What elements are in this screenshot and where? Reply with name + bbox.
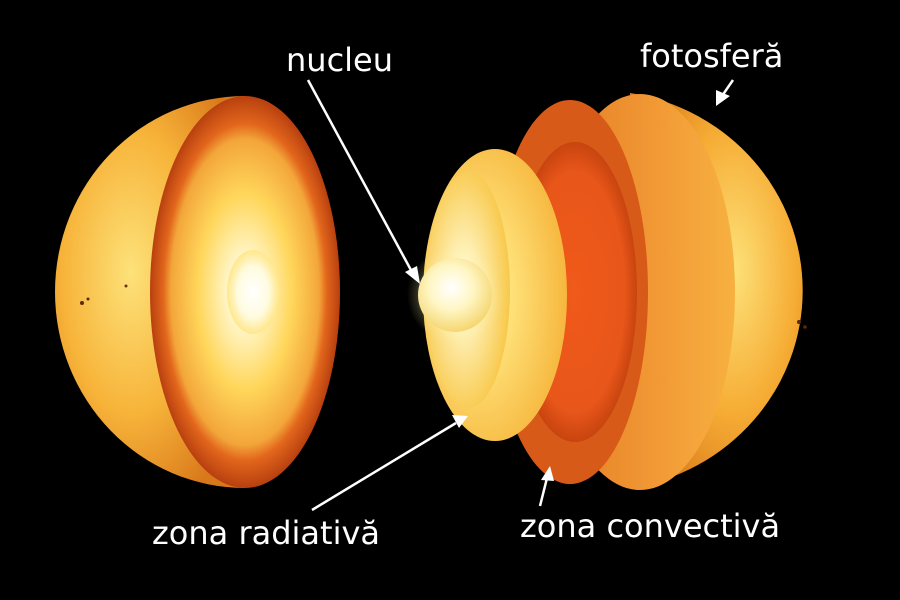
label-photosphere: fotosferă (640, 37, 784, 75)
sunspot (803, 325, 807, 329)
left-hemisphere (55, 96, 340, 488)
arrow-radiative-zone (311, 415, 468, 512)
sunspot (86, 297, 90, 301)
sunspot (797, 320, 801, 324)
sunspot (124, 284, 128, 288)
sunspot (80, 301, 84, 305)
label-core: nucleu (286, 41, 394, 79)
arrow-core (306, 79, 420, 284)
label-radiative-zone: zona radiativă (152, 514, 380, 552)
arrow-convective-zone (538, 466, 554, 507)
core (418, 258, 492, 332)
label-convective-zone: zona convectivă (520, 507, 781, 545)
arrow-photosphere (716, 79, 735, 106)
right-hemisphere (407, 93, 807, 490)
leader-arrows (306, 79, 735, 512)
left-hemisphere-core-glow (227, 250, 279, 334)
